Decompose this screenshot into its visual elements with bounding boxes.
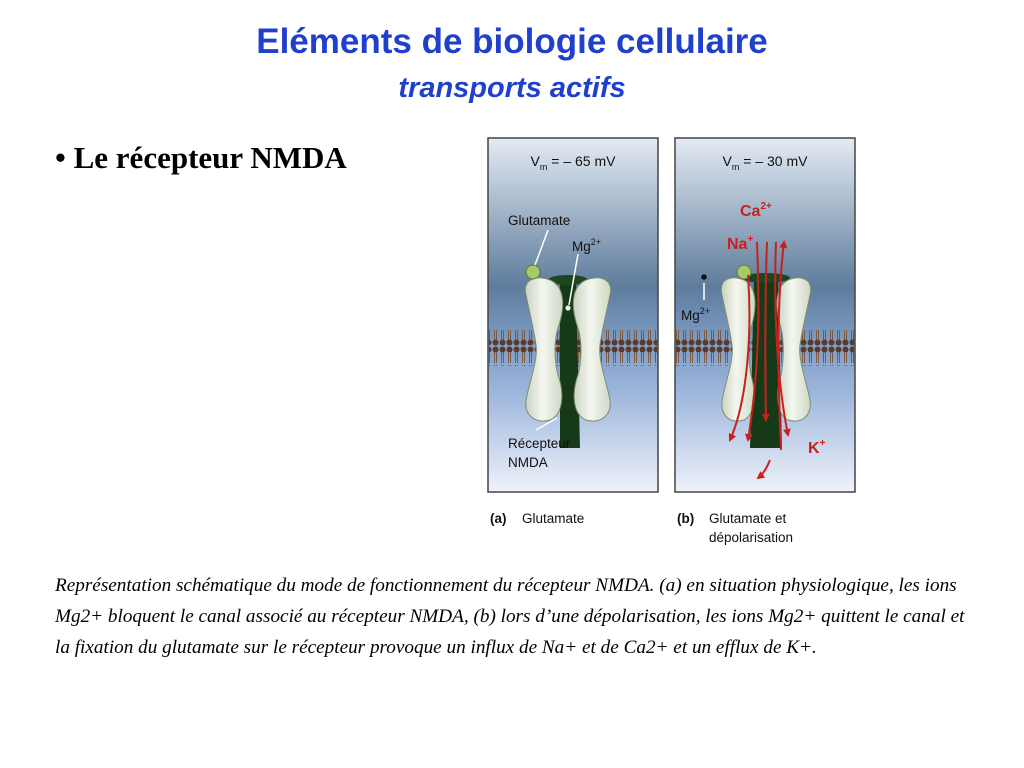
subunit-left (524, 277, 564, 422)
mg-leader (568, 253, 579, 306)
influx-arrow-left (728, 274, 751, 442)
influx-arrow-bottom (756, 459, 771, 480)
receptor-label-line1: Récepteur (508, 436, 571, 451)
na-ion-label: Na+ (727, 234, 753, 253)
glutamate-ligand (525, 264, 541, 280)
panel-b: Vm = – 30 mV Ca2+ Na+ K+ Mg2+ (b) Glutam… (674, 137, 856, 545)
slide-subtitle: transports actifs (398, 72, 626, 104)
receptor-label-line2: NMDA (508, 455, 548, 470)
influx-arrow (774, 241, 791, 437)
slide-title: Eléments de biologie cellulaire (256, 22, 768, 61)
vm-label-a: Vm = – 65 mV (531, 153, 617, 172)
panel-a-tag: (a) (490, 511, 507, 526)
vm-label-b: Vm = – 30 mV (723, 153, 809, 172)
panel-b-tag: (b) (677, 511, 694, 526)
na-influx-arrow (745, 241, 760, 442)
ca-ion-label: Ca2+ (740, 201, 772, 220)
mg-label-a: Mg2+ (572, 237, 601, 254)
subunit-right (572, 277, 612, 422)
nmda-receptor-figure: Vm = – 65 mV Glutamate Mg2+ Récepteur NM… (487, 137, 856, 545)
figure-caption: Représentation schématique du mode de fo… (55, 575, 965, 658)
bullet-item: • Le récepteur NMDA (55, 138, 347, 178)
mg-label-b: Mg2+ (681, 306, 710, 323)
ca-influx-arrow (761, 241, 770, 422)
glutamate-label: Glutamate (508, 213, 570, 228)
nmda-receptor-closed (524, 264, 612, 448)
k-ion-label: K+ (808, 438, 826, 457)
panel-a: Vm = – 65 mV Glutamate Mg2+ Récepteur NM… (487, 137, 659, 526)
panel-a-caption: Glutamate (522, 511, 584, 526)
subunit-right (776, 277, 812, 422)
receptor-leader (535, 417, 558, 431)
k-efflux-arrow (777, 240, 788, 451)
mg-ion-blocking (565, 305, 571, 311)
mg-ion-released (701, 274, 707, 280)
bullet-marker: • (55, 140, 66, 175)
panel-b-caption-line1: Glutamate et (709, 511, 787, 526)
glutamate-leader (534, 229, 549, 266)
bullet-text: Le récepteur NMDA (73, 140, 347, 175)
channel-top (548, 275, 588, 285)
panel-b-caption-line2: dépolarisation (709, 530, 793, 545)
